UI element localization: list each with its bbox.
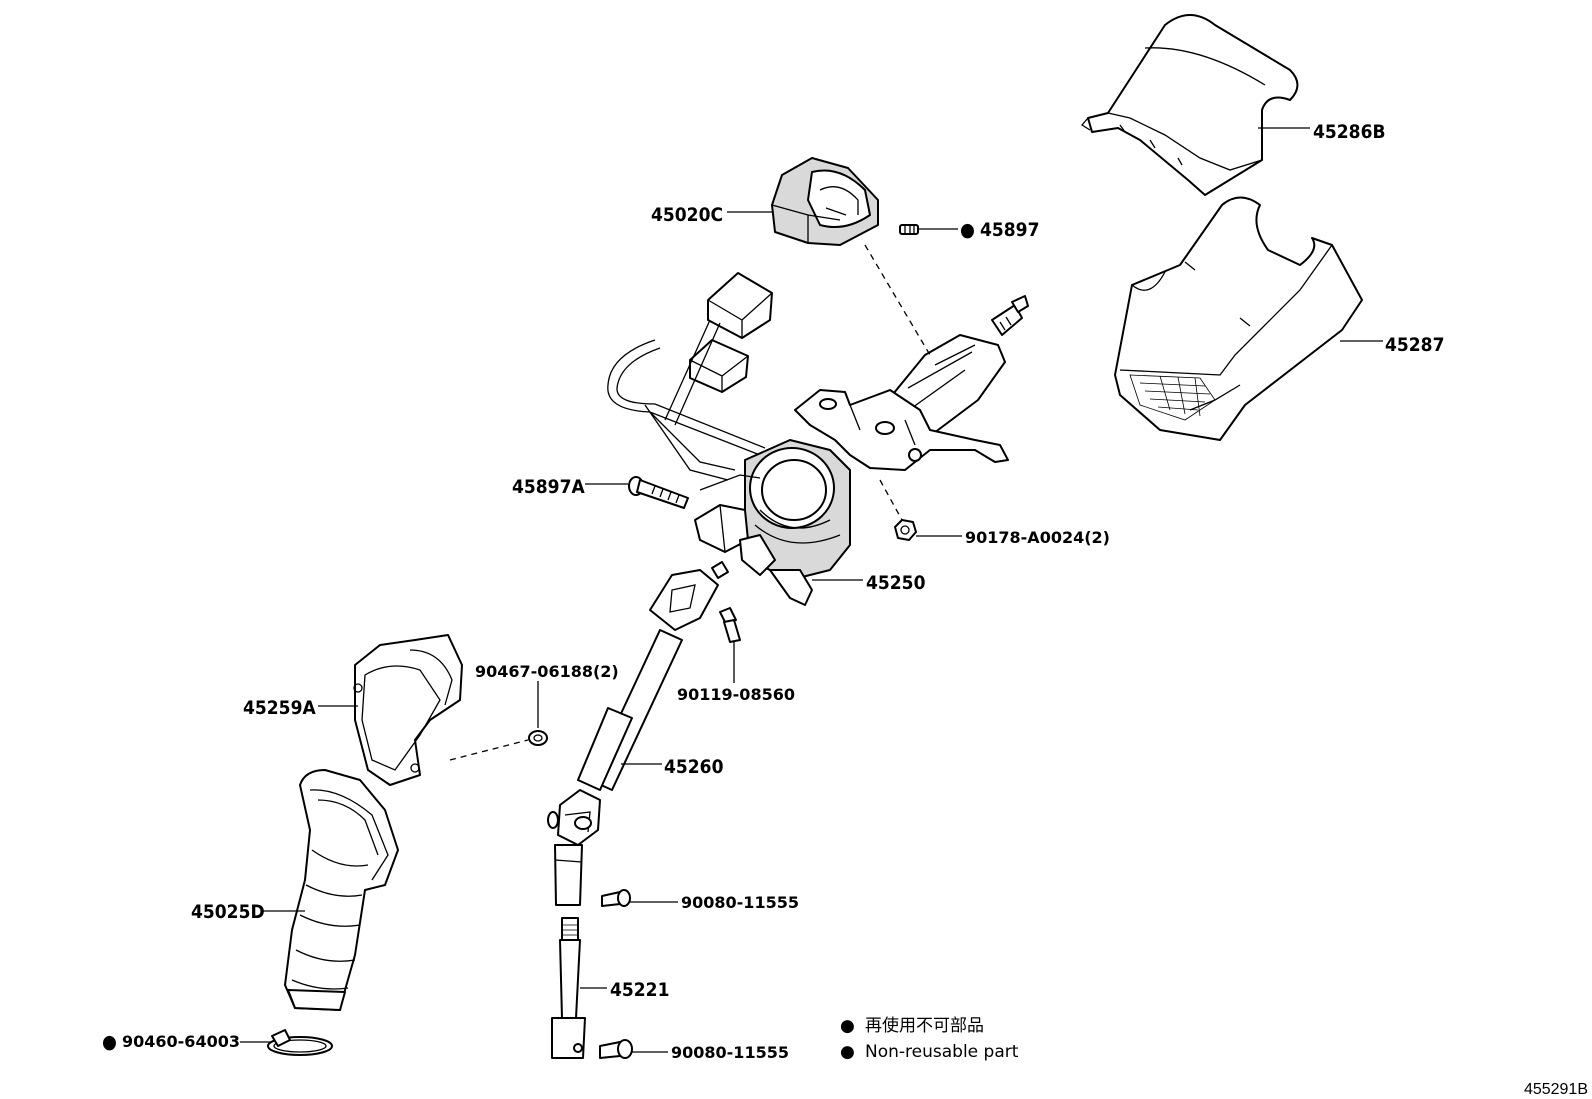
label-45025d: 45025D — [191, 901, 265, 923]
legend: ● 再使用不可部品 ● Non-reusable part — [840, 1015, 1019, 1062]
label-45221: 45221 — [610, 979, 669, 1001]
label-90467-06188: 90467-06188(2) — [475, 662, 619, 681]
part-90467-06188-clip[interactable] — [528, 730, 548, 746]
label-90178-a0024: 90178-A0024(2) — [965, 528, 1110, 547]
diagram-id: 455291B — [1524, 1081, 1588, 1098]
part-90119-08560-bolt[interactable] — [719, 607, 741, 643]
label-45286b: 45286B — [1313, 121, 1386, 143]
legend-text-jp: 再使用不可部品 — [865, 1015, 984, 1036]
label-45259a: 45259A — [243, 697, 316, 719]
legend-text-en: Non-reusable part — [865, 1042, 1019, 1062]
marker-45897: ● — [960, 219, 975, 241]
dashed-line-switch — [864, 244, 931, 356]
label-90080-11555-lower: 90080-11555 — [671, 1043, 789, 1062]
label-45020c: 45020C — [651, 204, 723, 226]
dashed-line-clip — [449, 739, 529, 761]
part-90080-11555-bolt-upper[interactable] — [601, 889, 631, 907]
part-45020c-switch[interactable] — [771, 157, 879, 246]
part-45287-lower-cover[interactable] — [1114, 196, 1363, 441]
legend-marker-en: ● — [840, 1042, 855, 1062]
part-45250-column-assembly[interactable] — [607, 272, 1029, 606]
part-90460-64003-clamp[interactable] — [267, 1029, 333, 1056]
part-90178-a0024-nut[interactable] — [894, 519, 917, 541]
part-45897-screw[interactable] — [899, 224, 919, 235]
part-45221-lower-shaft[interactable] — [551, 917, 586, 1059]
label-90080-11555-upper: 90080-11555 — [681, 893, 799, 912]
marker-90460-64003: ● — [102, 1031, 117, 1053]
legend-marker-jp: ● — [840, 1016, 855, 1036]
part-45259a-cover-plate[interactable] — [353, 634, 463, 786]
part-90080-11555-bolt-lower[interactable] — [599, 1039, 633, 1059]
part-45286b-upper-cover[interactable] — [1081, 14, 1299, 196]
dashed-line-nut — [879, 479, 903, 521]
label-90119-08560: 90119-08560 — [677, 685, 795, 704]
label-45897a: 45897A — [512, 476, 585, 498]
label-45260: 45260 — [664, 756, 724, 778]
part-45897a-bolt[interactable] — [628, 476, 689, 509]
part-45260-intermediate-shaft[interactable] — [547, 561, 729, 906]
label-45287: 45287 — [1385, 334, 1444, 356]
part-45025d-boot[interactable] — [284, 769, 399, 1011]
label-90460-64003: 90460-64003 — [122, 1032, 240, 1051]
label-45250: 45250 — [866, 572, 926, 594]
label-45897: 45897 — [980, 219, 1039, 241]
